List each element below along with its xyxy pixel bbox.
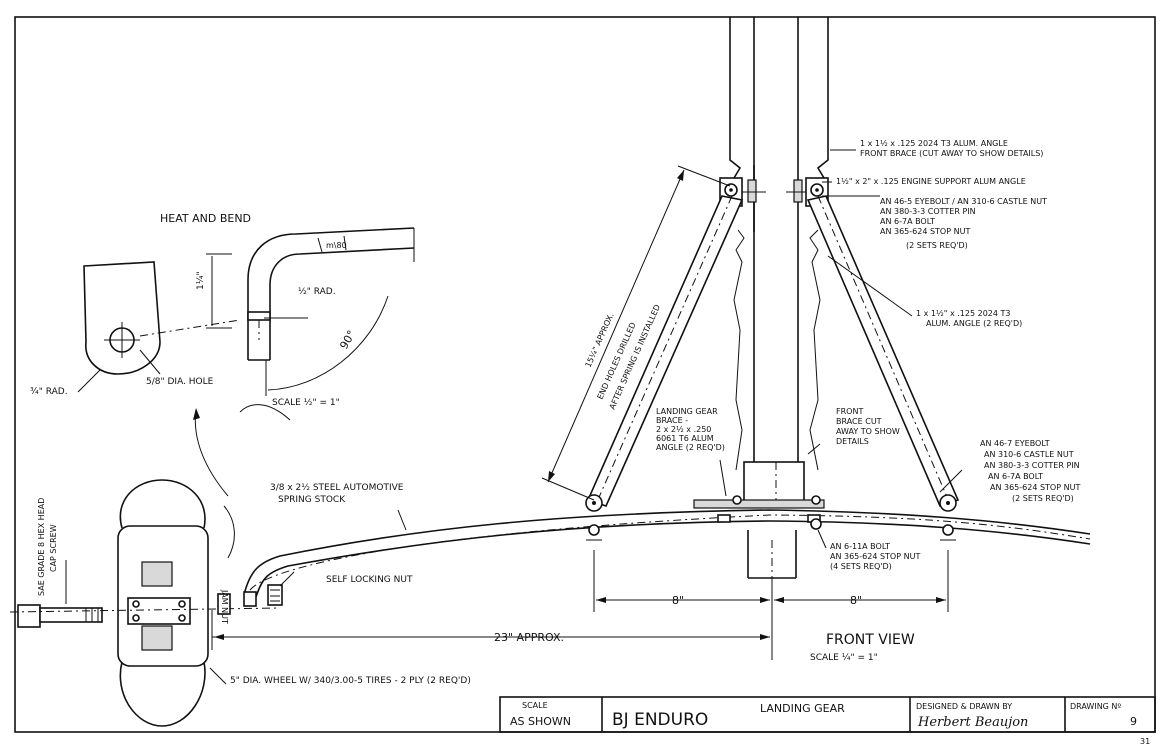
spring-stock-label-1: 3/8 x 2½ STEEL AUTOMOTIVE [270, 483, 404, 493]
lg-brace-label-5: ANGLE (2 REQ'D) [656, 443, 725, 452]
bolt-11a-label-1: AN 6-11A BOLT [830, 542, 890, 551]
eyebolt-top-label-2: AN 380-3-3 COTTER PIN [880, 207, 976, 216]
lg-brace-label-1: LANDING GEAR [656, 407, 718, 416]
dim-mil-label: m\80 [326, 241, 347, 250]
page-number: 31 [1140, 737, 1150, 746]
fuselage-frame [729, 17, 829, 580]
scale-quarter-label: SCALE ¼" = 1" [810, 653, 878, 663]
drawing-number: 9 [1130, 715, 1137, 728]
bolt-11a-label-3: (4 SETS REQ'D) [830, 562, 892, 571]
project-name: BJ ENDURO [612, 710, 708, 730]
self-locking-nut-label: SELF LOCKING NUT [326, 575, 413, 585]
eyebolt-top-label-5: (2 SETS REQ'D) [906, 241, 968, 250]
eyebolt-top-label-4: AN 365-624 STOP NUT [880, 227, 970, 236]
eyebolt-right-label-2: AN 310-6 CASTLE NUT [984, 450, 1074, 459]
scale-half-label: SCALE ½" = 1" [272, 398, 340, 408]
five-eighth-hole-label: 5/8" DIA. HOLE [146, 377, 214, 387]
lg-brace-label-2: BRACE - [656, 416, 688, 425]
eyebolt-top-label-1: AN 46-5 EYEBOLT / AN 310-6 CASTLE NUT [880, 197, 1047, 206]
dim-8-left-label: 8" [672, 594, 684, 607]
brace-right [806, 195, 960, 512]
eyebolt-right-label-1: AN 46-7 EYEBOLT [980, 439, 1050, 448]
front-cut-label-3: AWAY TO SHOW [836, 427, 900, 436]
drill-label-1: 15¼" APPROX. [584, 312, 616, 369]
eyebolt-right-label-3: AN 380-3-3 COTTER PIN [984, 461, 1080, 470]
spring-end-detail [206, 227, 415, 396]
drawing-number-label: DRAWING Nº [1070, 702, 1121, 711]
leader-lines [193, 149, 963, 587]
lg-brace-label-3: 2 x 2½ x .250 [656, 425, 711, 434]
bolt-11a-label-2: AN 365-624 STOP NUT [830, 552, 920, 561]
eyebolt-right-label-5: AN 365-624 STOP NUT [990, 483, 1080, 492]
designed-by-label: DESIGNED & DRAWN BY [916, 702, 1012, 711]
eyebolt-top-label-3: AN 6-7A BOLT [880, 217, 935, 226]
cap-screw-label-1: SAE GRADE 8 HEX HEAD [37, 498, 46, 596]
dim-8-right-label: 8" [850, 594, 862, 607]
three-quarter-rad-label: ¾" RAD. [30, 387, 68, 397]
jam-nut-label: JAM NUT [220, 589, 229, 624]
eyebolt-right-label-6: (2 SETS REQ'D) [1012, 494, 1074, 503]
dim-23-label: 23" APPROX. [494, 631, 564, 644]
eyebolt-right-label-4: AN 6-7A BOLT [988, 472, 1043, 481]
front-view-label: FRONT VIEW [826, 632, 915, 648]
dimensions-front [211, 165, 949, 660]
half-rad-label: ½" RAD. [298, 287, 336, 297]
designer-signature: Herbert Beaujon [917, 715, 1028, 730]
alum-angle-label-2: ALUM. ANGLE (2 REQ'D) [926, 319, 1022, 328]
front-cut-label-4: DETAILS [836, 437, 869, 446]
scale-value: AS SHOWN [510, 715, 571, 728]
front-cut-label-1: FRONT [836, 407, 863, 416]
wheel-assembly [9, 479, 281, 727]
lg-brace-label-4: 6061 T6 ALUM [656, 434, 714, 443]
dim-1-quarter-label: 1¼" [196, 271, 206, 290]
scale-label: SCALE [522, 701, 548, 710]
spring-stock-front [243, 495, 1091, 607]
front-cut-label-2: BRACE CUT [836, 417, 882, 426]
front-brace-label-2: FRONT BRACE (CUT AWAY TO SHOW DETAILS) [860, 149, 1043, 158]
title-block: SCALE AS SHOWN BJ ENDURO LANDING GEAR DE… [499, 696, 1156, 733]
drawing-title: LANDING GEAR [760, 702, 845, 715]
wheel-label: 5" DIA. WHEEL W/ 340/3.00-5 TIRES - 2 PL… [230, 676, 471, 686]
engine-support-label: 1½" x 2" x .125 ENGINE SUPPORT ALUM ANGL… [836, 177, 1026, 186]
cap-screw-label-2: CAP SCREW [49, 524, 58, 572]
spring-stock-label-2: SPRING STOCK [278, 495, 346, 505]
alum-angle-label-1: 1 x 1½" x .125 2024 T3 [916, 309, 1011, 318]
heat-and-bend-label: HEAT AND BEND [160, 212, 251, 225]
angle-90-label: 90° [337, 328, 358, 351]
bracket-plate-detail [77, 261, 241, 393]
front-brace-label-1: 1 x 1½ x .125 2024 T3 ALUM. ANGLE [860, 139, 1008, 148]
brace-left [585, 195, 744, 512]
